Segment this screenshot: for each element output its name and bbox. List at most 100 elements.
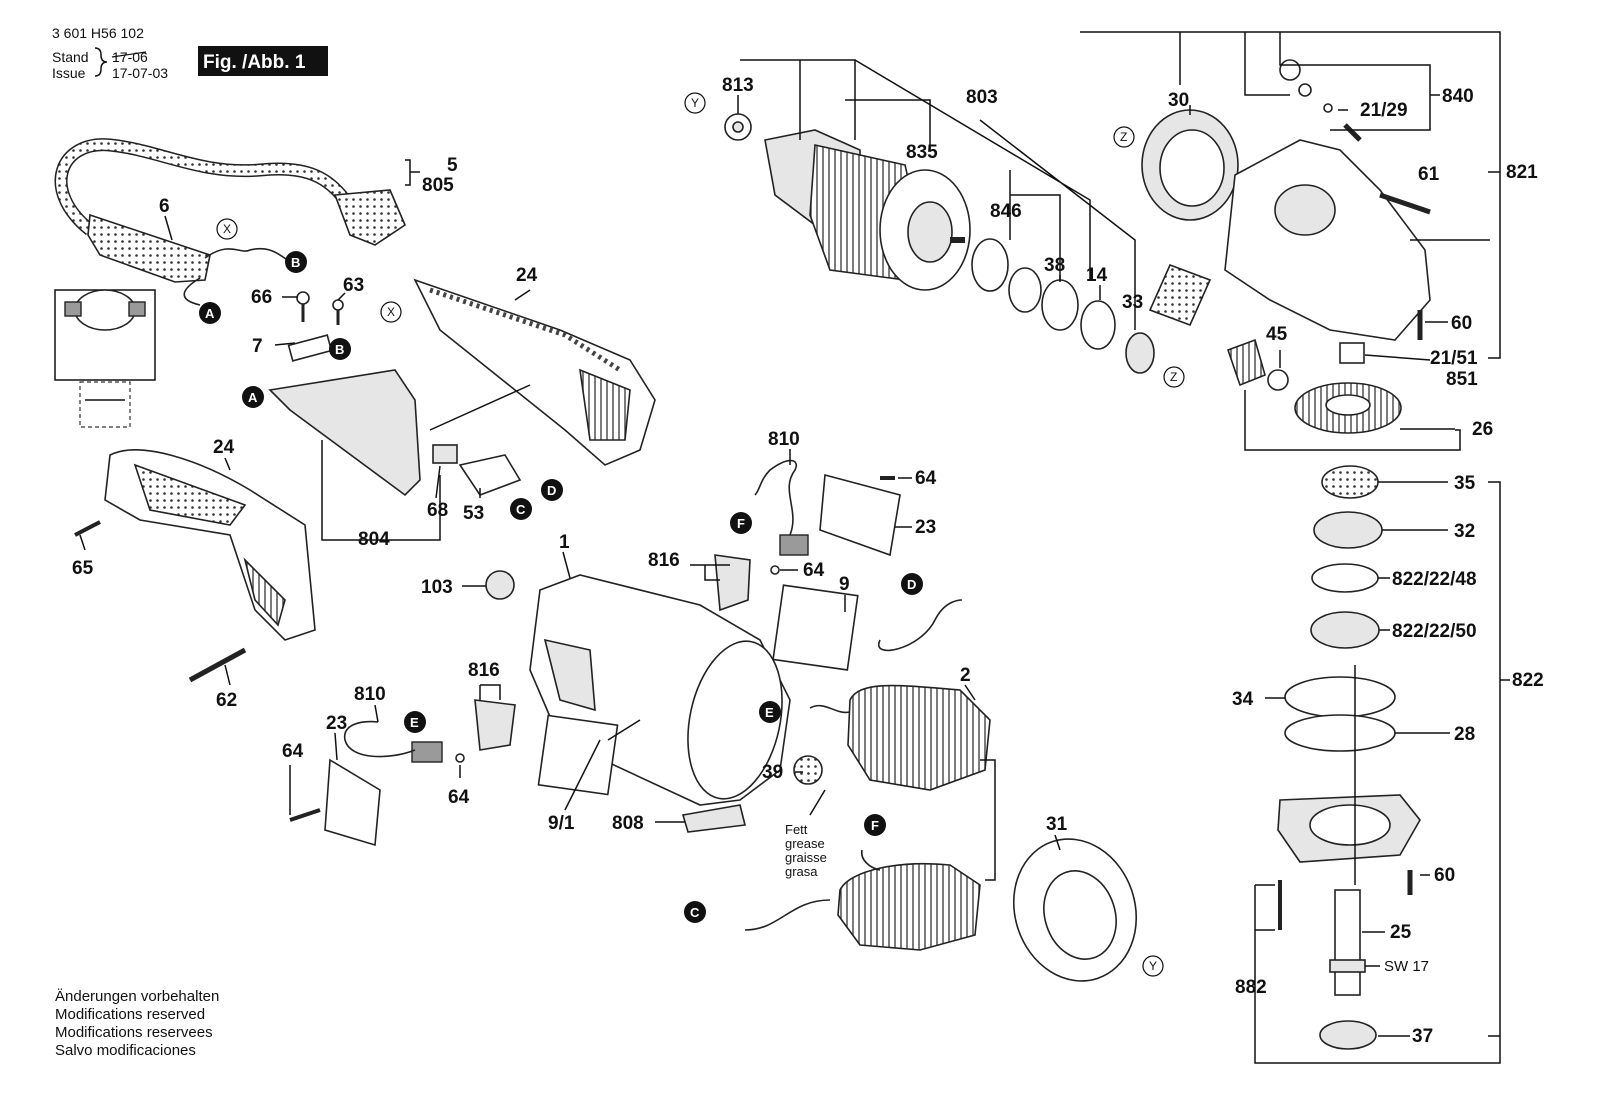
grease-note-line-3: graisse — [785, 850, 827, 865]
part-label-23-lower: 23 — [326, 713, 347, 734]
ref-disc-a-switch — [242, 386, 264, 408]
part-label-1: 1 — [559, 532, 570, 553]
ref-d-coil: D — [907, 577, 916, 592]
bracket-821 — [1080, 31, 1501, 359]
schematic-motor-symbol — [74, 289, 136, 331]
leader-24-upper-b — [429, 384, 531, 431]
part-label-804: 804 — [358, 529, 390, 550]
ref-x-cord: X — [223, 222, 231, 236]
switch-housing — [268, 369, 421, 497]
issue-date: 17-07-03 — [112, 65, 168, 81]
part-label-816-upper: 816 — [648, 550, 680, 571]
part-label-64-lower: 64 — [448, 787, 470, 808]
rear-handle-lower — [74, 449, 316, 683]
handle-grip-texture — [429, 287, 622, 373]
part-label-64-cover: 64 — [282, 741, 304, 762]
ref-circle-z-bearing — [1163, 366, 1185, 388]
ref-disc-e-brush — [404, 711, 426, 733]
leader-2 — [964, 684, 976, 701]
part-label-851: 851 — [1446, 369, 1478, 390]
schematic-brush-right — [128, 301, 146, 317]
carbon-brush-lower — [411, 741, 443, 763]
leader-835 — [845, 99, 931, 150]
lock-pin — [1343, 123, 1362, 142]
bracket-822 — [1488, 481, 1501, 1037]
ref-disc-c-coil — [684, 901, 706, 923]
ref-disc-e-coil — [759, 701, 781, 723]
cord-cable-texture — [56, 139, 349, 234]
leader-21-51 — [1364, 354, 1431, 361]
part-label-7: 7 — [252, 336, 263, 357]
bearing-39 — [793, 755, 823, 785]
bearing-33 — [1125, 332, 1155, 374]
ref-circle-y-baffle — [1142, 955, 1164, 977]
bracket-2 — [980, 759, 996, 881]
field-coils — [744, 599, 991, 951]
part-label-39: 39 — [762, 762, 783, 783]
part-label-60-upper: 60 — [1451, 313, 1472, 334]
wrench-size-label: SW 17 — [1384, 958, 1429, 975]
ref-circle-z-gear — [1113, 126, 1135, 148]
gear-housing — [1224, 139, 1431, 341]
screw-64-lower — [455, 753, 465, 763]
leader-23-lower — [334, 732, 338, 761]
ring-gear-26-hub — [1325, 394, 1371, 416]
screw-61 — [1379, 192, 1431, 215]
drawing-number: 3 601 H56 102 — [52, 25, 144, 41]
coil-lead-c — [744, 899, 831, 931]
cord-lead-b — [204, 247, 291, 263]
cord-lead-a — [183, 277, 201, 306]
screw-63-head — [332, 299, 344, 311]
part-label-30: 30 — [1168, 90, 1189, 111]
leader-grease — [809, 789, 826, 816]
motor-housing-group — [485, 570, 859, 833]
drawing-header: 3 601 H56 102 Stand Issue 17-06 17-07-03… — [52, 25, 328, 81]
leader-63 — [337, 292, 346, 301]
cord-cable — [54, 138, 351, 236]
schematic-brush-left — [64, 301, 82, 317]
ref-disc-f-brush — [730, 512, 752, 534]
ref-disc-d-coil — [901, 573, 923, 595]
screw-65 — [74, 520, 101, 537]
part-label-5: 5 — [447, 155, 458, 176]
coil-lead-e — [809, 704, 851, 714]
bearing-35 — [1321, 465, 1379, 499]
flange-37 — [1319, 1020, 1377, 1050]
stand-label: Stand — [52, 49, 89, 65]
coil-lead-d — [877, 599, 963, 652]
handle-ribs — [579, 368, 631, 441]
ref-y-armature: Y — [691, 96, 699, 110]
footer-note-fr: Modifications reservees — [55, 1024, 213, 1041]
leader-68 — [435, 465, 441, 499]
part-label-816-lower: 816 — [468, 660, 500, 681]
figure-label: Fig. /Abb. 1 — [203, 52, 306, 73]
label-9 — [772, 584, 859, 671]
brush-cover-lower — [324, 758, 381, 847]
figure-label-box — [198, 46, 328, 76]
leader-lines — [79, 31, 1510, 1064]
part-label-808: 808 — [612, 813, 644, 834]
ref-e-coil: E — [765, 705, 774, 720]
part-label-9-1: 9/1 — [548, 813, 575, 834]
ref-disc-f-coil — [864, 814, 886, 836]
ref-f-brush: F — [737, 516, 745, 531]
footer-note-en: Modifications reserved — [55, 1006, 205, 1023]
ref-circle-x-handle — [380, 301, 402, 323]
fan-baffle-inner — [1043, 870, 1117, 960]
housing-opening — [687, 640, 783, 800]
bracket-816-lower — [479, 684, 501, 700]
connection-refs: B A B A D C F D E E F C — [199, 251, 923, 923]
part-label-63: 63 — [343, 275, 364, 296]
ref-z-bearing: Z — [1170, 370, 1177, 384]
part-label-24-lower: 24 — [213, 437, 235, 458]
ref-disc-a-cord — [199, 302, 221, 324]
schematic-switch-box — [79, 381, 131, 428]
bearing-flange-bore — [1309, 804, 1391, 846]
ball-bearing-14 — [1080, 300, 1116, 350]
gear-housing-boss — [1274, 184, 1336, 236]
leader-31 — [1054, 834, 1061, 851]
leader-7 — [274, 342, 296, 346]
o-ring-21-29 — [1323, 103, 1333, 113]
label-808 — [681, 804, 746, 833]
grease-note-line-2: grease — [785, 836, 825, 851]
